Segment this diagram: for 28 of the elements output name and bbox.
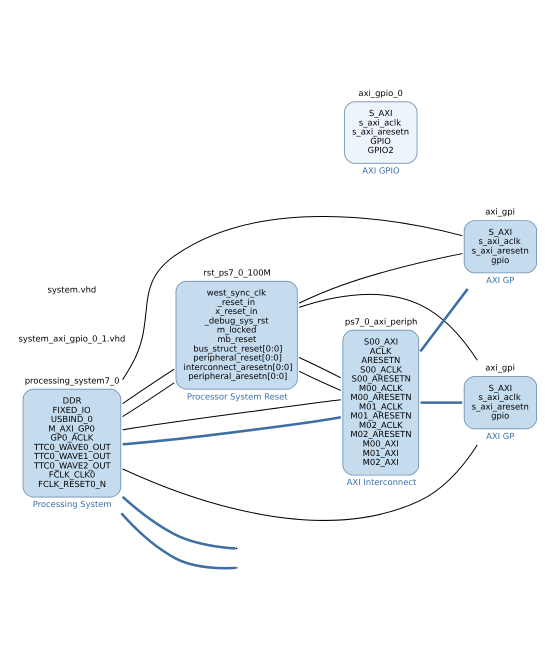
node-label: ps7_0_axi_periph (344, 316, 418, 326)
node-label: AXI GP (486, 274, 514, 285)
node-label: AXI Interconnect (346, 477, 416, 488)
node-label: AXI GP (486, 430, 514, 441)
connector (122, 416, 342, 446)
connector (122, 368, 174, 404)
connector (298, 253, 463, 304)
node-label: Processor System Reset (186, 391, 288, 402)
node-label: axi_gpi (485, 362, 515, 373)
connector (298, 294, 478, 361)
connector (122, 444, 478, 521)
label: system.vhd (48, 284, 96, 295)
connector (122, 399, 341, 430)
node-label: axi_gpi (485, 206, 515, 217)
connector (122, 382, 174, 418)
node-label: processing_system7_0 (24, 375, 120, 386)
connector (419, 288, 469, 352)
label: system_axi_gpio_0_1.vhd (18, 334, 126, 344)
connector (122, 496, 236, 550)
connector (298, 357, 342, 378)
node-label: Processing System (32, 499, 112, 510)
connector (420, 401, 462, 404)
node-label: axi_gpio_0 (358, 88, 403, 98)
connector (298, 370, 341, 391)
node-label: rst_ps7_0_100M (203, 267, 271, 278)
node-label: AXI GPIO (362, 165, 400, 176)
connector (120, 512, 236, 570)
connector (122, 216, 462, 380)
